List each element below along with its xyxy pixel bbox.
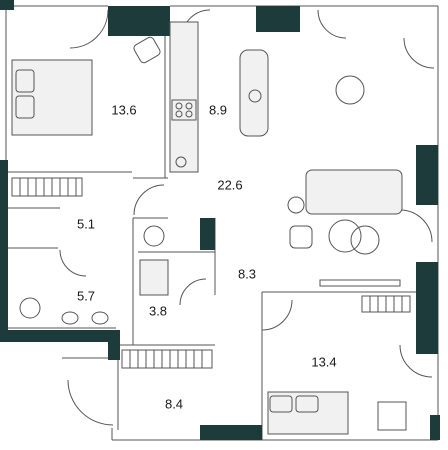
room-area-bedroom-1: 13.6 [111, 102, 137, 118]
room-area-bathroom-2: 5.7 [76, 288, 96, 304]
room-area-bedroom-2: 13.4 [311, 354, 337, 370]
wall-segments [0, 0, 440, 440]
room-area-bathroom-1: 5.1 [76, 216, 96, 232]
room-area-entrance: 8.4 [164, 396, 184, 412]
room-area-living-room: 22.6 [217, 177, 243, 193]
room-area-wc: 3.8 [148, 303, 168, 319]
room-area-kitchen: 8.9 [208, 102, 228, 118]
room-area-hallway: 8.3 [237, 266, 257, 282]
